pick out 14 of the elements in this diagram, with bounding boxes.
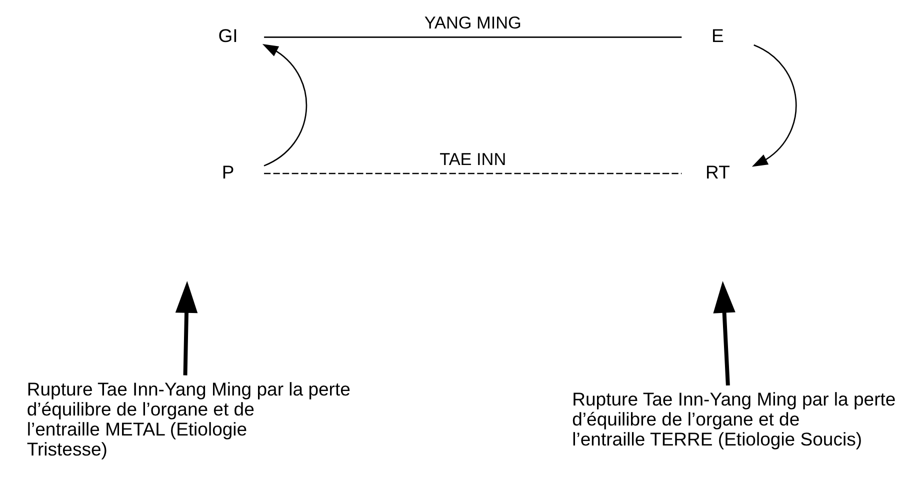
arrow <box>712 281 735 386</box>
arrow <box>174 281 198 376</box>
connector <box>264 36 682 38</box>
arrow <box>262 44 306 166</box>
arrow <box>751 44 796 167</box>
connector <box>264 172 682 174</box>
node-text: GI <box>218 25 238 46</box>
node-text: Rupture Tae Inn-Yang Ming par la perte d’équilibre de l’organe et de l’entraille TERRE (Etiologie Soucis) <box>572 388 896 450</box>
edge-label: TAE INN <box>439 148 506 169</box>
edge-label: YANG MING <box>424 12 521 32</box>
node-text: P <box>221 161 234 182</box>
node-text: RT <box>705 161 730 182</box>
node-text: Rupture Tae Inn-Yang Ming par la perte d’équilibre de l’organe et de l’entraille METAL (Etiologie Tristesse) <box>26 378 350 460</box>
node-text: E <box>711 25 724 46</box>
